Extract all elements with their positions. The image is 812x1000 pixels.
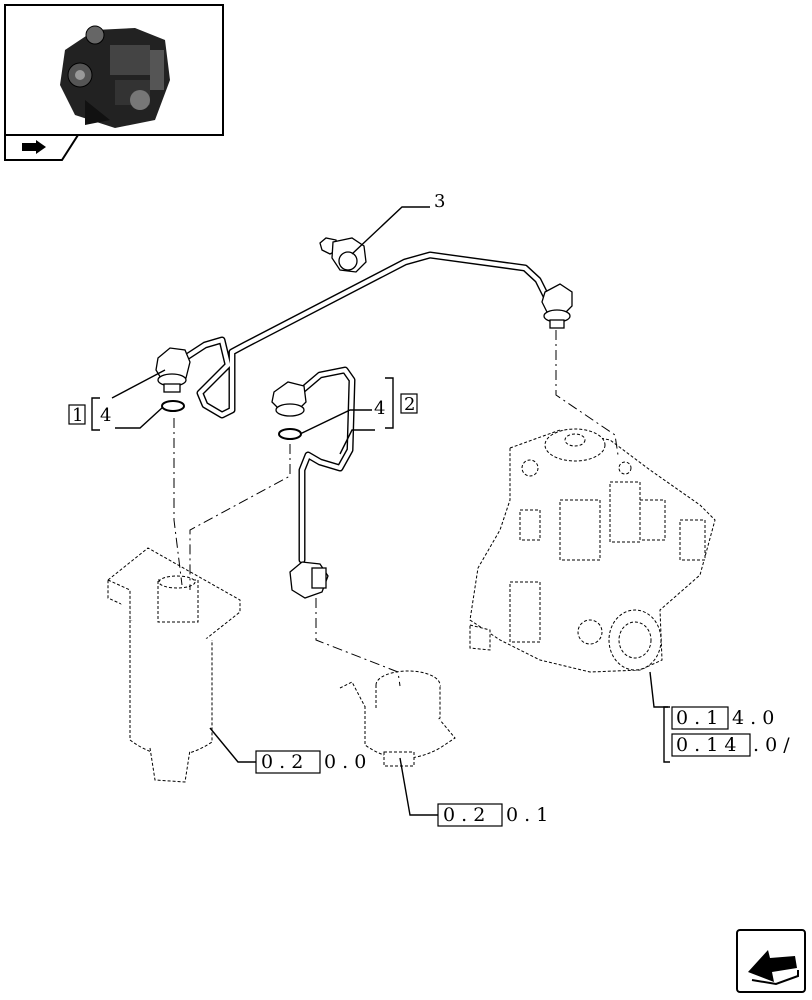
bracket-2-label: 2 bbox=[404, 394, 415, 415]
ref-feed-pump-boxed: 0 . 2 bbox=[443, 804, 485, 826]
next-page-arrow-icon[interactable] bbox=[736, 929, 806, 993]
bracket-1: 1 bbox=[68, 397, 100, 431]
fuel-pipe-1 bbox=[178, 251, 552, 419]
ref-injection-pump-a-rest: 4 . 0 bbox=[732, 707, 774, 729]
ref-filter-rest: 0 . 0 bbox=[324, 751, 366, 773]
ref-injection-pump-b[interactable]: 0 . 1 4 . 0 / bbox=[671, 733, 790, 757]
banjo-fitting-lower bbox=[289, 561, 329, 599]
ref-feed-pump[interactable]: 0 . 2 0 . 1 bbox=[437, 803, 548, 827]
bracket-2: 2 bbox=[385, 377, 418, 429]
feed-pump bbox=[339, 670, 456, 767]
ref-injection-pump-a[interactable]: 0 . 1 4 . 0 bbox=[671, 706, 774, 730]
bracket-1-label: 1 bbox=[72, 405, 83, 426]
ref-injection-pump-b-boxed: 0 . 1 4 bbox=[676, 734, 736, 756]
callout-item-4-right: 4 bbox=[374, 398, 385, 419]
assembly-guides bbox=[173, 330, 619, 687]
o-ring-left bbox=[161, 400, 185, 412]
leader-lines bbox=[111, 206, 668, 816]
plug-item-3 bbox=[319, 237, 367, 273]
fuel-filter bbox=[107, 547, 241, 783]
section-arrow-icon[interactable] bbox=[4, 134, 80, 161]
callout-item-3: 3 bbox=[434, 191, 445, 212]
banjo-fitting-left bbox=[155, 347, 191, 393]
injection-pump bbox=[469, 428, 716, 673]
ref-bracket-injection-pump bbox=[663, 706, 670, 763]
ref-injection-pump-b-rest: . 0 / bbox=[753, 734, 790, 756]
fuel-pipe-2 bbox=[296, 366, 356, 564]
callout-item-4-left: 4 bbox=[100, 405, 111, 426]
banjo-fitting-middle bbox=[271, 381, 307, 417]
o-ring-right bbox=[278, 428, 302, 440]
banjo-fitting-right-top bbox=[541, 283, 573, 329]
ref-injection-pump-a-boxed: 0 . 1 bbox=[676, 707, 718, 729]
ref-feed-pump-rest: 0 . 1 bbox=[506, 804, 548, 826]
ref-filter[interactable]: 0 . 2 0 . 0 bbox=[255, 750, 366, 774]
engine-thumbnail-icon[interactable] bbox=[4, 4, 224, 136]
ref-filter-boxed: 0 . 2 bbox=[261, 751, 303, 773]
